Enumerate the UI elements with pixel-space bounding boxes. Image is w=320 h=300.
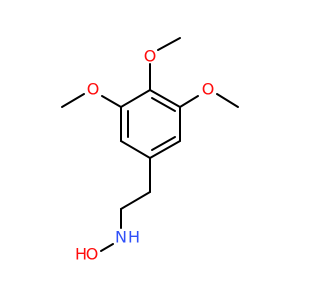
bond-ring-c2-c3 (149, 89, 181, 108)
atom-oxygen-label: O (202, 80, 215, 99)
bond-c3-o3 (179, 95, 199, 108)
atom-oxygen-label: O (144, 47, 157, 66)
bond-ring-c2-c3-inner (151, 97, 176, 112)
bond-o1-methyl (157, 37, 181, 51)
bond-ring-c4-c5-inner (151, 136, 176, 151)
atom-hydrogen-label: H (75, 245, 87, 264)
bond-ring-c5-c6 (120, 140, 151, 159)
bond-ring-c1-c2 (120, 89, 151, 108)
atom-oxygen-label: O (86, 245, 99, 264)
molecule-diagram: O O O N H O H (61, 37, 239, 264)
bond-c1-o2 (101, 95, 122, 108)
bond-n-o4 (100, 243, 114, 252)
molecule-structure-canvas: O O O N H O H (61, 37, 239, 264)
bond-o3-methyl (216, 93, 239, 108)
bond-o2-methyl (61, 93, 85, 108)
atom-oxygen-label: O (87, 80, 100, 99)
bond-ring-c4-c5 (149, 140, 181, 159)
bond-ca-cb (120, 191, 151, 210)
atom-nitrogen-label: N (115, 228, 127, 247)
atom-hydrogen-label: H (128, 228, 140, 247)
